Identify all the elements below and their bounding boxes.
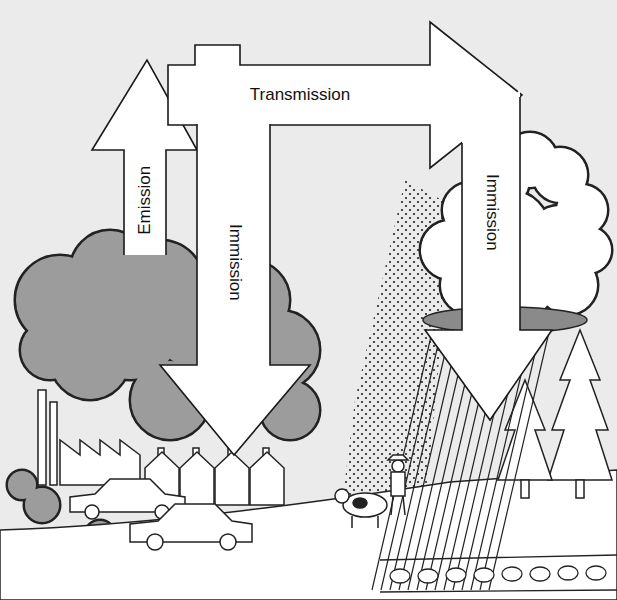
cow [335, 489, 387, 528]
flow-arrow: Immission [425, 90, 552, 420]
crops [380, 555, 617, 592]
factory [38, 390, 140, 485]
arrow-label: Emission [136, 166, 155, 235]
arrow-shape [425, 90, 552, 420]
arrow-label: Immission [225, 224, 244, 301]
arrow-fill [425, 90, 552, 420]
flow-arrow: Immission [160, 118, 310, 455]
cars [70, 479, 252, 550]
arrow-label: Immission [482, 174, 501, 251]
hill [0, 470, 617, 600]
farmer [388, 455, 408, 515]
arrow-outline [160, 124, 310, 455]
arrow-label: Transmission [250, 86, 350, 105]
arrow-fill [160, 118, 310, 455]
arrow-outline [425, 97, 552, 420]
